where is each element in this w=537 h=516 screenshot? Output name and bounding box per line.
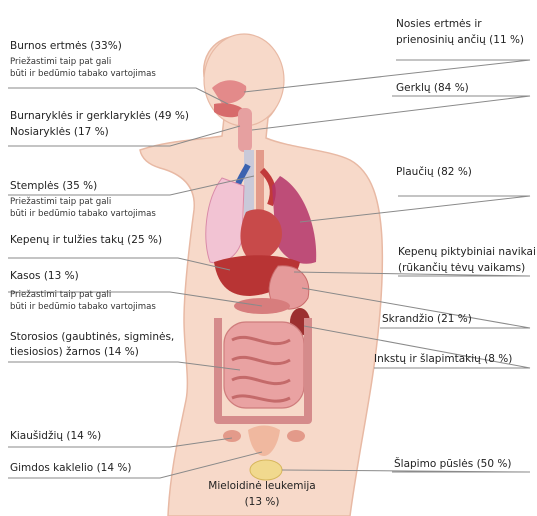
label-inkstu: Inkstų ir šlapimtakių (8 %) [374, 353, 512, 366]
label-nosiarykles: Nosiaryklės (17 %) [10, 126, 109, 139]
label-gerklu: Gerklų (84 %) [396, 82, 469, 95]
label-slapimo: Šlapimo pūslės (50 %) [394, 458, 511, 471]
larynx [238, 108, 252, 152]
label-storosios-1: Storosios (gaubtinės, sigminės, [10, 331, 174, 344]
note-kasos-2: būti ir bedūmio tabako vartojimas [10, 302, 156, 313]
note-stemples-1: Priežastimi taip pat gali [10, 197, 111, 208]
note-burnos-1: Priežastimi taip pat gali [10, 57, 111, 68]
label-kepenu-tulzies: Kepenų ir tulžies takų (25 %) [10, 234, 162, 247]
label-burnos: Burnos ertmės (33%) [10, 40, 122, 53]
note-stemples-2: būti ir bedūmio tabako vartojimas [10, 209, 156, 220]
label-nosies-2: prienosinių ančių (11 %) [396, 34, 524, 47]
trachea [244, 150, 254, 220]
label-leukemija-1: Mieloidinė leukemija [192, 480, 332, 493]
label-kasos: Kasos (13 %) [10, 270, 79, 283]
label-stemples: Stemplės (35 %) [10, 180, 97, 193]
label-kiausidziu: Kiaušidžių (14 %) [10, 430, 101, 443]
label-kepenu-navikai-1: Kepenų piktybiniai navikai [398, 246, 536, 259]
label-storosios-2: tiesiosios) žarnos (14 %) [10, 346, 139, 359]
label-nosies-1: Nosies ertmės ir [396, 18, 482, 31]
label-plauciu: Plaučių (82 %) [396, 166, 472, 179]
ovary-right [287, 430, 305, 442]
note-burnos-2: būti ir bedūmio tabako vartojimas [10, 69, 156, 80]
label-leukemija-2: (13 %) [192, 496, 332, 509]
label-kepenu-navikai-2: (rūkančių tėvų vaikams) [398, 262, 525, 275]
label-skrandzio: Skrandžio (21 %) [382, 313, 472, 326]
label-gimdos: Gimdos kaklelio (14 %) [10, 462, 131, 475]
intestines [224, 322, 304, 408]
bladder [250, 460, 282, 480]
label-burnarykles: Burnaryklės ir gerklaryklės (49 %) [10, 110, 189, 123]
note-kasos-1: Priežastimi taip pat gali [10, 290, 111, 301]
ovary-left [223, 430, 241, 442]
